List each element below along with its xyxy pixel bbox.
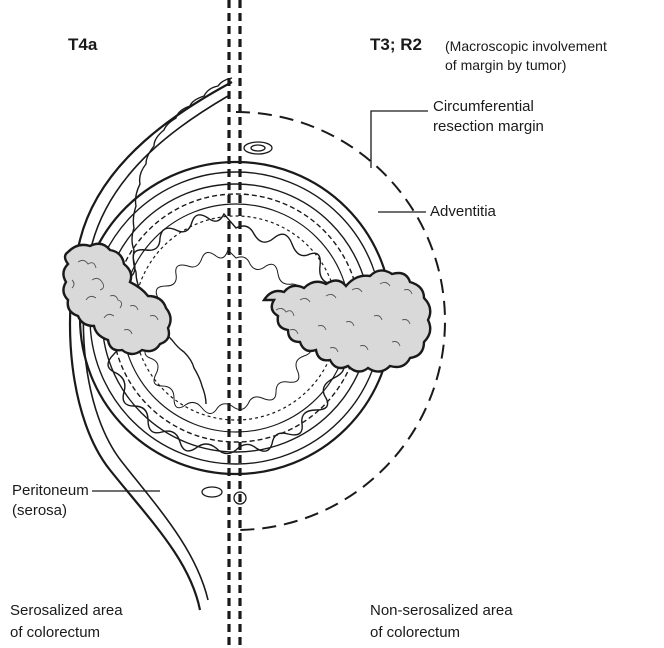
right-heading-note-line1: (Macroscopic involvement (445, 38, 607, 55)
margin-label-line1: Circumferential (433, 98, 534, 116)
left-heading: T4a (68, 36, 97, 54)
peritoneum-label-line1: Peritoneum (12, 482, 89, 500)
peritoneum-label-line2: (serosa) (12, 502, 67, 520)
right-heading: T3; R2 (370, 36, 422, 54)
tumor-left (63, 244, 170, 354)
margin-leader-line (371, 111, 428, 168)
right-area-label-line2: of colorectum (370, 624, 460, 642)
left-area-label-line1: Serosalized area (10, 602, 123, 620)
right-heading-note-line2: of margin by tumor) (445, 57, 566, 74)
tumor-right (264, 270, 430, 371)
margin-label-line2: resection margin (433, 118, 544, 136)
serosa-scallops (132, 78, 232, 404)
adventitia-label: Adventitia (430, 203, 496, 221)
midline-divider (229, 0, 240, 648)
right-area-label-line1: Non-serosalized area (370, 602, 513, 620)
left-area-label-line2: of colorectum (10, 624, 100, 642)
